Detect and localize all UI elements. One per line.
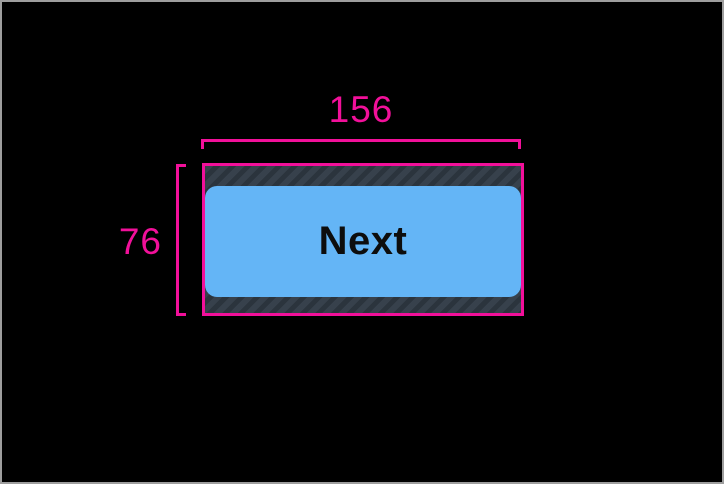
next-button[interactable]: Next [205,186,521,297]
height-dimension-label: 76 [118,221,162,262]
selection-outline: Next [202,163,524,316]
height-measurement-bracket [176,164,186,316]
width-dimension-label: 156 [328,89,394,130]
width-measurement-bracket [201,139,521,149]
next-button-label: Next [318,219,408,263]
